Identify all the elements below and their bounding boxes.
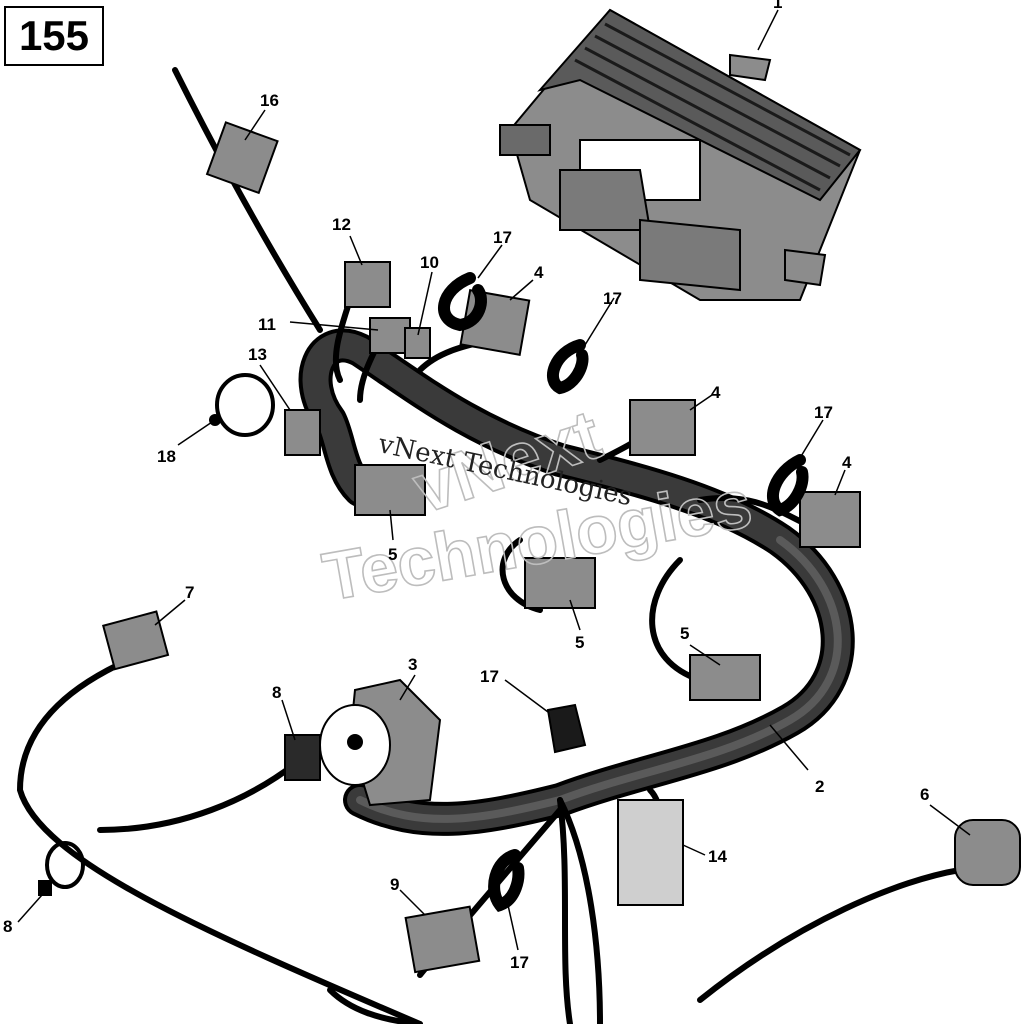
page-number: 155 (18, 12, 90, 59)
callout-11: 11 (258, 315, 276, 334)
page-number-box: 155 (4, 6, 104, 66)
leader-lines (17, 9, 971, 951)
callout-2: 2 (815, 777, 824, 796)
callout-10: 10 (420, 253, 439, 272)
callout-3: 3 (408, 655, 417, 674)
tie-wrap-8-head (38, 880, 52, 896)
connector-11 (369, 317, 411, 354)
sensor-3 (319, 678, 442, 807)
callout-5b: 5 (575, 633, 584, 652)
cable-clips (438, 272, 809, 913)
callout-14: 14 (708, 847, 727, 866)
callout-17c: 17 (814, 403, 833, 422)
callout-18: 18 (157, 447, 176, 466)
connector-14 (617, 799, 684, 906)
connector-13 (284, 409, 321, 456)
callout-17e: 17 (510, 953, 529, 972)
connector-5b (524, 557, 596, 609)
connector-4c (799, 491, 861, 548)
callout-1: 1 (773, 0, 782, 12)
connector-9 (404, 905, 481, 974)
connector-7 (102, 610, 170, 671)
branch-wires (16, 67, 963, 1024)
callout-16: 16 (260, 91, 279, 110)
callout-17d: 17 (480, 667, 499, 686)
connector-4b (629, 399, 696, 456)
callout-17a: 17 (493, 228, 512, 247)
callout-7: 7 (185, 583, 194, 602)
callout-8a: 8 (272, 683, 281, 702)
callout-5c: 5 (680, 624, 689, 643)
callout-numbers: 1 2 3 4 4 4 5 5 5 6 7 8 8 9 10 11 12 13 … (3, 0, 929, 972)
connector-12 (344, 261, 391, 308)
tie-wraps (45, 373, 275, 889)
connectors (102, 121, 1021, 974)
main-wiring-harness (298, 328, 855, 836)
callout-9: 9 (390, 875, 399, 894)
clip-17-grommet (546, 703, 587, 754)
callout-17b: 17 (603, 289, 622, 308)
ecm-module (499, 8, 862, 301)
callout-8b: 8 (3, 917, 12, 936)
callout-4b: 4 (711, 383, 721, 402)
connector-6 (954, 819, 1021, 886)
callout-4a: 4 (534, 263, 544, 282)
connector-5a (354, 464, 426, 516)
callout-13: 13 (248, 345, 267, 364)
callout-4c: 4 (842, 453, 852, 472)
callout-12: 12 (332, 215, 351, 234)
connector-5c (689, 654, 761, 701)
connector-16 (205, 121, 279, 195)
connector-8 (284, 734, 321, 781)
callout-6: 6 (920, 785, 929, 804)
callout-5a: 5 (388, 545, 397, 564)
connector-10 (404, 327, 431, 359)
